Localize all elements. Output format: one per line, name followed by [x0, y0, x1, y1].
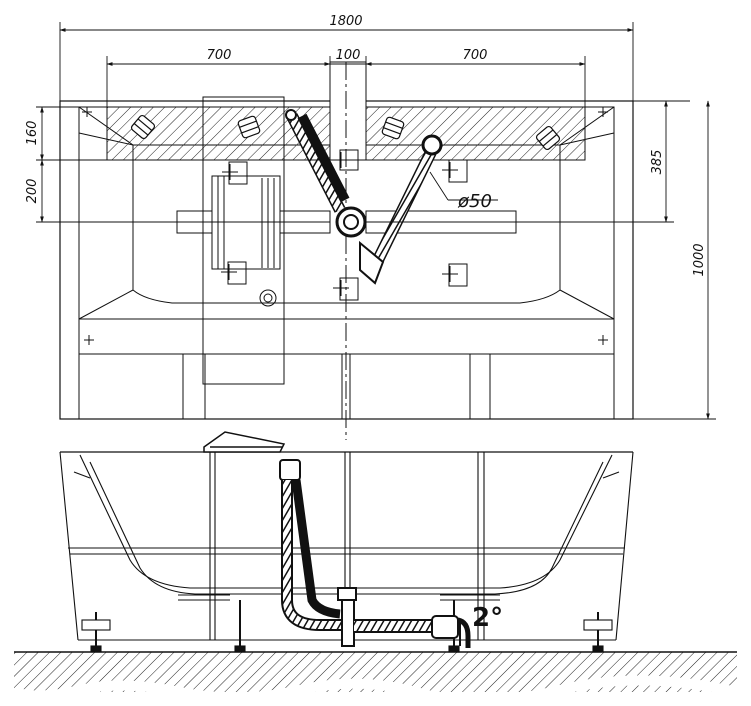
support-pads [221, 149, 468, 301]
side-panel [202, 96, 285, 385]
basin-outline [132, 144, 561, 304]
dimension-lines [36, 22, 716, 420]
drain-hoses-top [285, 109, 443, 285]
dim-1800: 1800 [329, 14, 362, 29]
dim-200: 200 [25, 179, 40, 204]
slope-label: 2° [472, 603, 503, 633]
dim-100: 100 [336, 48, 361, 63]
dim-385: 385 [650, 150, 665, 175]
pipe-diameter-label: ø50 [457, 191, 492, 212]
dim-700-left: 700 [207, 48, 232, 63]
headrest [203, 431, 286, 453]
dimension-texts: 1800 700 100 700 160 200 385 1000 ø50 [25, 14, 707, 277]
dim-160: 160 [25, 121, 40, 146]
side-inner-basin [79, 454, 613, 589]
dim-700-right: 700 [463, 48, 488, 63]
jet-nozzles [130, 114, 561, 151]
dim-1000: 1000 [692, 243, 707, 276]
drain-assembly-side [279, 459, 471, 648]
side-outer-shell [59, 451, 634, 641]
